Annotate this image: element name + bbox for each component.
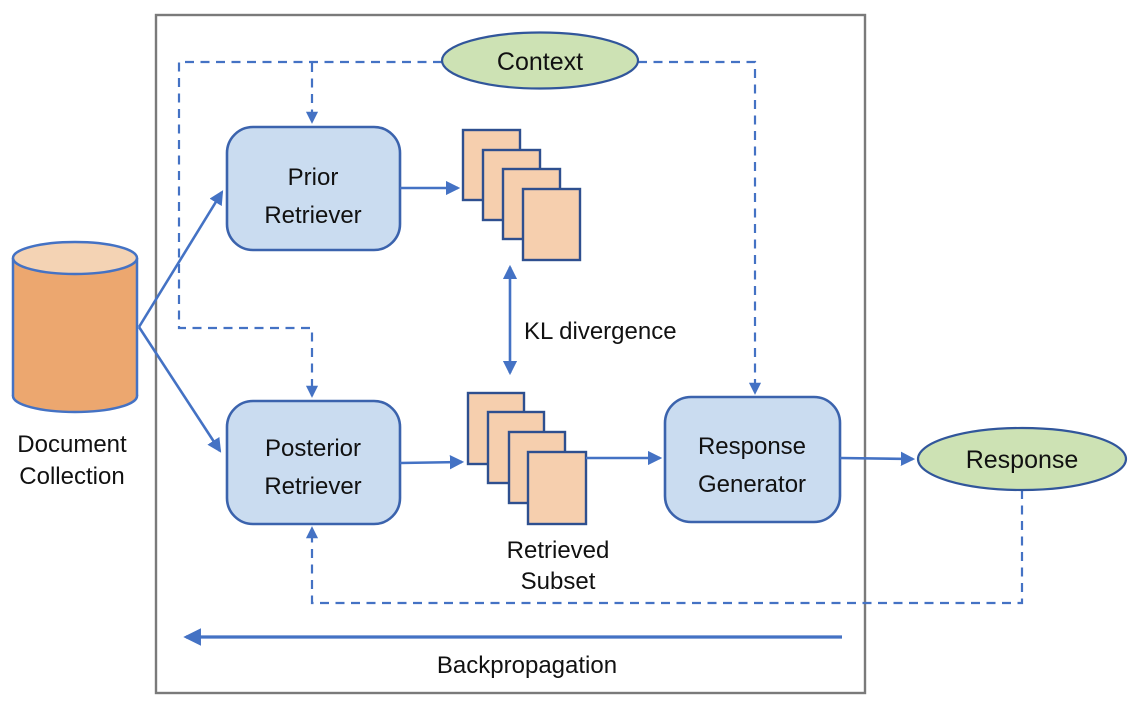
- prior-retriever-label-line2: Retriever: [264, 202, 361, 229]
- context-label: Context: [497, 48, 583, 76]
- prior-retriever-label-line1: Prior: [288, 164, 339, 191]
- backpropagation-label: Backpropagation: [437, 652, 617, 679]
- document-collection-label-line1: Document: [17, 431, 127, 458]
- posterior-retriever-label-line1: Posterior: [265, 435, 361, 462]
- response-label: Response: [966, 446, 1079, 474]
- response-generator-label-line1: Response: [698, 433, 806, 460]
- retrieved-subset-label-line2: Subset: [521, 568, 596, 595]
- arrow-posterior-to-docs: [399, 455, 465, 470]
- retrieved-subset-label-line1: Retrieved: [507, 537, 610, 564]
- document-collection-label-line2: Collection: [19, 463, 124, 490]
- cylinder-body: [13, 258, 137, 396]
- document-icon: [521, 187, 582, 262]
- dashed-path-response-to-posterior-retriever: [305, 490, 1024, 605]
- arrow-collection-to-posterior: [137, 326, 222, 453]
- arrow-generator-to-response: [839, 451, 916, 466]
- response-generator-box: [663, 395, 842, 524]
- document-collection-node: [11, 240, 139, 414]
- posterior-retriever-label-line2: Retriever: [264, 473, 361, 500]
- response-ellipse: [916, 426, 1128, 492]
- dashed-path-context-to-posterior-retriever: [177, 60, 442, 398]
- response-generator-label-line2: Generator: [698, 471, 806, 498]
- cylinder-top: [11, 240, 139, 276]
- retrieved-subset-stack: [466, 391, 588, 526]
- context-ellipse: [440, 31, 640, 90]
- prior-docs-stack: [461, 128, 582, 262]
- dashed-path-context-to-response-generator: [638, 60, 762, 395]
- document-icon: [526, 450, 588, 526]
- kl-divergence-label: KL divergence: [524, 318, 677, 345]
- arrow-collection-to-prior: [137, 190, 224, 328]
- posterior-retriever-box: [225, 399, 402, 526]
- cylinder-sides: [11, 258, 139, 396]
